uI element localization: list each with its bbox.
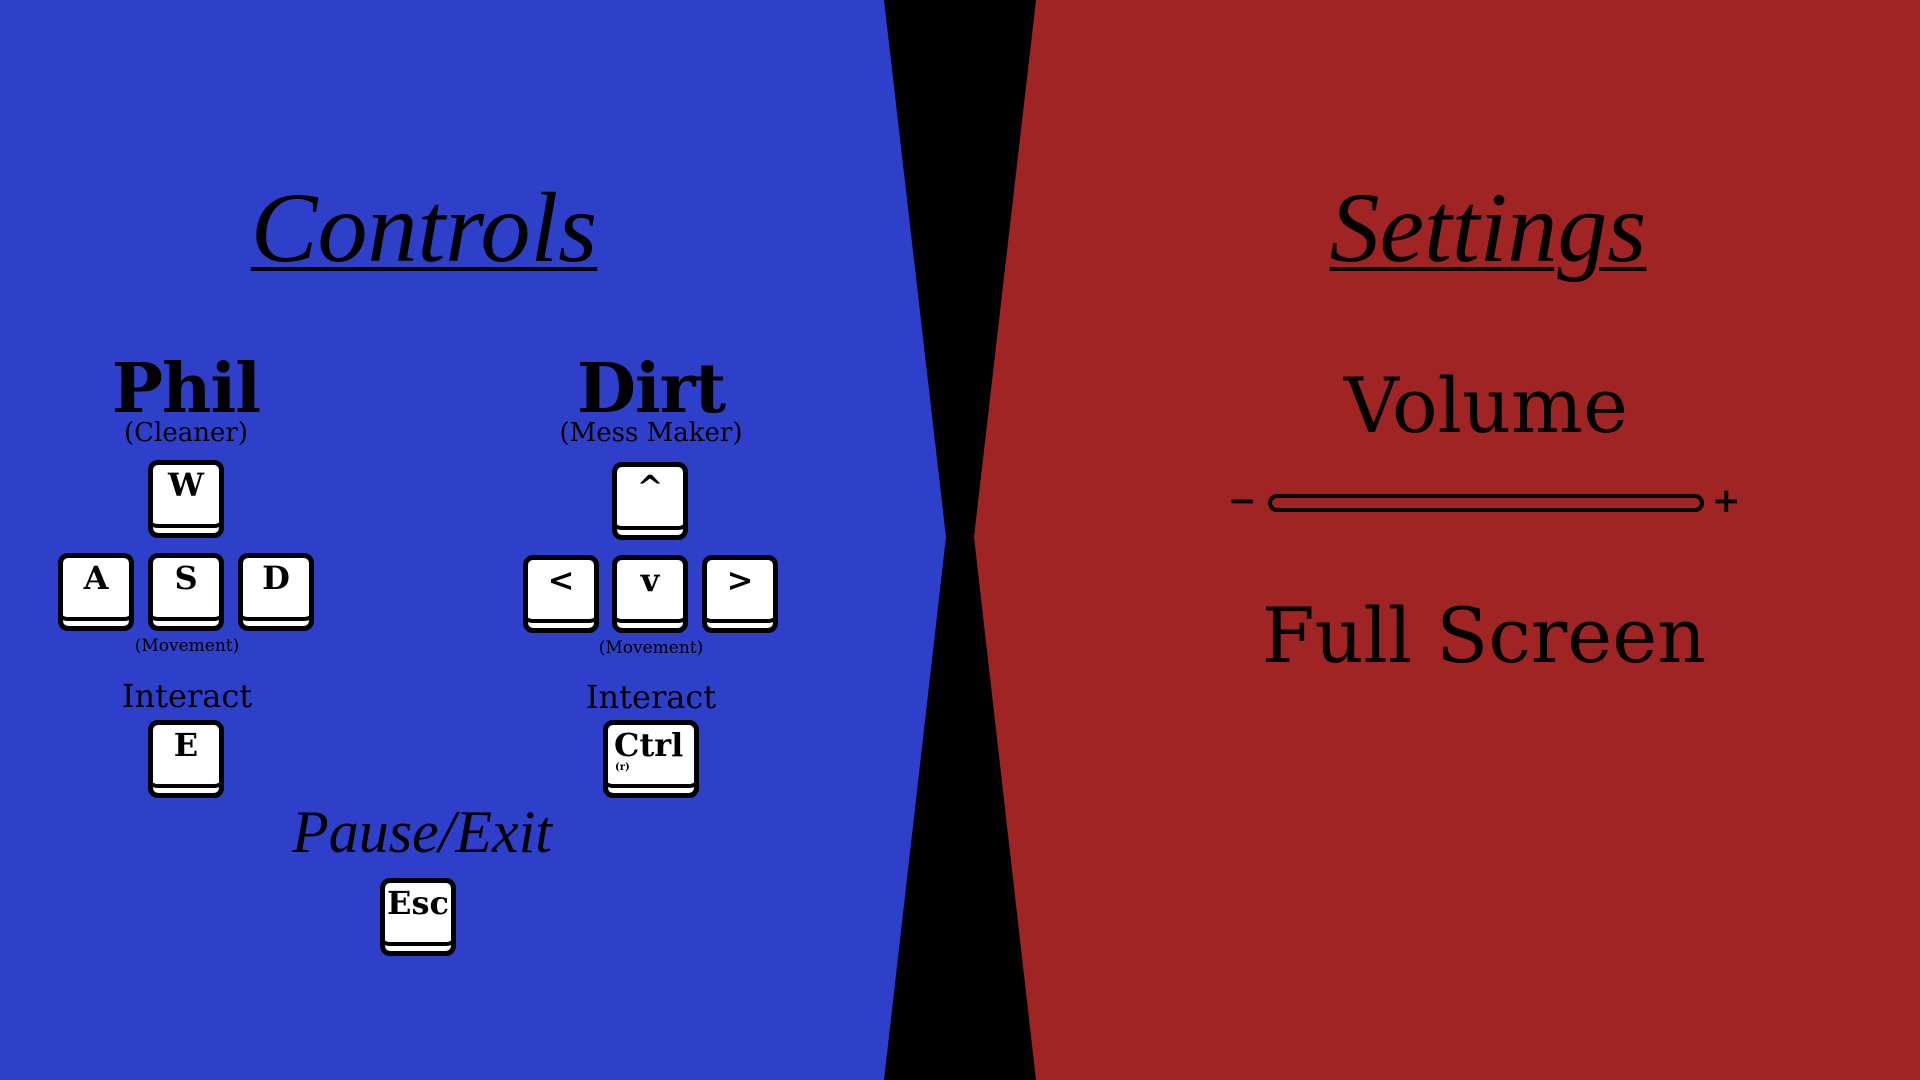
key-right-arrow-label: > [726, 561, 754, 599]
key-a[interactable]: A [58, 553, 134, 631]
key-d[interactable]: D [238, 553, 314, 631]
key-e[interactable]: E [148, 720, 224, 798]
pause-exit-label: Pause/Exit [292, 799, 552, 865]
key-up-arrow[interactable]: ^ [612, 462, 688, 540]
phil-role: (Cleaner) [124, 418, 248, 448]
key-a-label: A [83, 559, 109, 597]
controls-title: Controls [250, 172, 598, 283]
volume-increase-button[interactable]: + [1712, 481, 1741, 521]
key-e-label: E [173, 726, 199, 764]
key-ctrl[interactable]: Ctrl (r) [603, 720, 699, 798]
key-up-arrow-label: ^ [636, 468, 664, 506]
key-w-label: W [168, 466, 204, 504]
key-down-arrow[interactable]: v [612, 555, 688, 633]
volume-slider[interactable] [1268, 494, 1704, 512]
phil-name: Phil [111, 349, 261, 429]
phil-movement-label: (Movement) [134, 636, 240, 656]
phil-interact-label: Interact [121, 677, 253, 715]
dirt-role: (Mess Maker) [559, 418, 743, 448]
volume-decrease-button[interactable]: − [1228, 481, 1257, 521]
key-s[interactable]: S [148, 553, 224, 631]
key-left-arrow-label: < [547, 561, 575, 599]
dirt-movement-label: (Movement) [598, 638, 704, 658]
fullscreen-option[interactable]: Full Screen [1261, 591, 1707, 680]
key-down-arrow-label: v [640, 561, 660, 599]
key-d-label: D [262, 559, 290, 597]
key-ctrl-sublabel: (r) [615, 762, 630, 773]
dirt-name: Dirt [576, 349, 726, 429]
dirt-interact-label: Interact [585, 678, 717, 716]
key-ctrl-label: Ctrl [614, 726, 684, 764]
key-esc-label: Esc [387, 884, 449, 922]
key-s-label: S [174, 559, 198, 597]
key-right-arrow[interactable]: > [702, 555, 778, 633]
settings-title: Settings [1329, 172, 1647, 283]
key-w[interactable]: W [148, 460, 224, 538]
key-left-arrow[interactable]: < [523, 555, 599, 633]
key-esc[interactable]: Esc [380, 878, 456, 956]
volume-label: Volume [1344, 361, 1628, 450]
